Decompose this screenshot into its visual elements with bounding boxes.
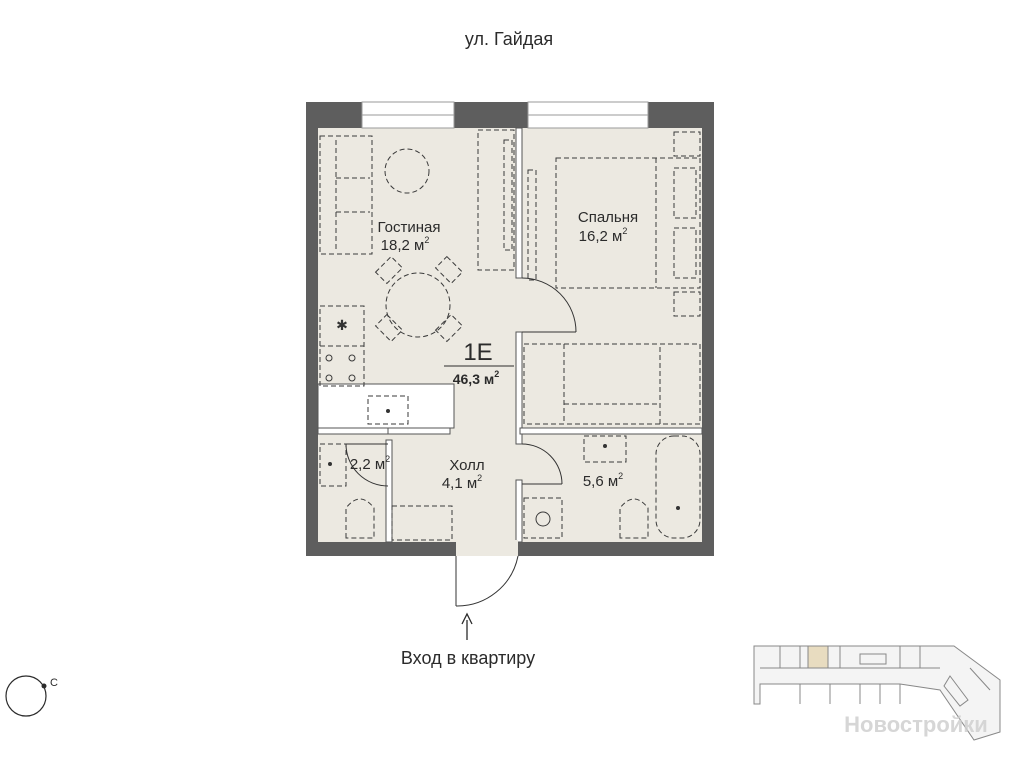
hall-name: Холл (449, 457, 484, 474)
bath-area: 5,6 м2 (583, 471, 623, 490)
entrance-arrow-icon (461, 612, 473, 640)
street-label: ул. Гайдая (465, 29, 553, 49)
compass-letter: С (50, 677, 58, 689)
living-furniture: ✱ (319, 129, 515, 425)
building-minimap-icon (753, 645, 1001, 741)
bedroom-furniture (521, 131, 701, 425)
wc-area: 2,2 м2 (350, 454, 390, 473)
living-room-area: 18,2 м2 (381, 235, 430, 254)
hall-area: 4,1 м2 (442, 473, 482, 492)
entrance-opening (455, 540, 519, 607)
bedroom-name: Спальня (578, 209, 638, 226)
watermark: Новостройки (844, 712, 988, 737)
apartment-total-area: 46,3 м2 (453, 369, 500, 387)
floor-area (318, 128, 702, 542)
bedroom-area: 16,2 м2 (579, 226, 628, 245)
bathroom-furniture (319, 435, 701, 541)
apartment-code: 1E (463, 339, 492, 366)
interior-walls (317, 127, 703, 543)
entrance-label: Вход в квартиру (401, 648, 535, 668)
sink-icon: ✱ (336, 317, 348, 333)
compass-icon (5, 675, 47, 717)
living-room-name: Гостиная (378, 219, 441, 236)
windows (361, 101, 649, 129)
